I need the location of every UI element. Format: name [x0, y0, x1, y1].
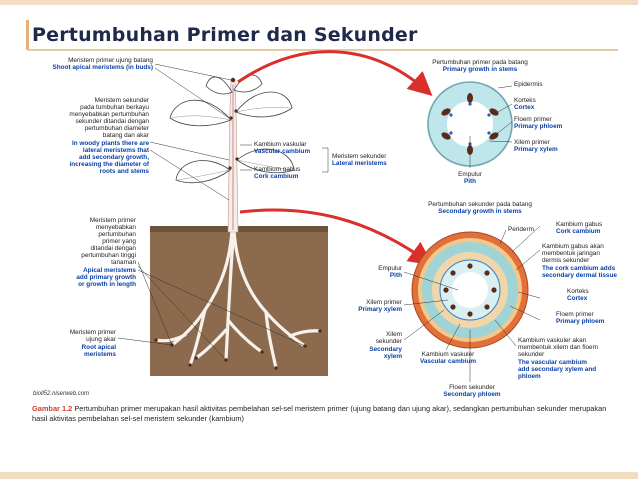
label-lateral-meristem-id-0: Meristem sekunder: [95, 97, 150, 104]
title-underline: [28, 49, 618, 51]
label-secondary-phloem-en: Secondary phloem: [443, 391, 500, 398]
label-sec-pith-id: Empulur: [378, 265, 403, 272]
label-cortex-id: Korteks: [514, 97, 536, 104]
label-root-meristem-id-0: Meristem primer: [70, 329, 117, 336]
label-secondary-phloem-id: Floem sekunder: [449, 384, 496, 391]
figure-caption-text: Pertumbuhan primer merupakan hasil aktiv…: [32, 404, 607, 423]
buds: [228, 77, 239, 170]
bottom-accent-bar: [0, 472, 638, 479]
label-apical-meristem-en-2: or growth in length: [78, 281, 136, 288]
label-root-meristem-en-1: meristems: [84, 351, 116, 358]
label-apical-meristem-id-0: Meristem primer: [90, 217, 137, 224]
label-primary-heading-en: Primary growth in stems: [443, 66, 518, 73]
label-apical-meristem-id-1: menyebabkan: [96, 224, 137, 231]
label-lateral-meristem-en-1: lateral meristems that: [83, 147, 150, 154]
label-apical-meristem-id-5: pertumbuhan tinggi: [81, 252, 136, 259]
label-vascular-note-id-0: Kambium vaskuler akan: [518, 337, 587, 344]
label-cork-cambium-en: Cork cambium: [254, 173, 299, 180]
label-lateral-meristem-en-0: In woody plants there are: [72, 140, 150, 147]
label-vascular-cambium-en: Vascular cambium: [254, 148, 310, 155]
secondary-cross-section: [411, 231, 529, 349]
label-vascular-note-id-1: membentuk xilem dan floem: [518, 344, 598, 351]
label-cork-note-id-0: Kambium gabus akan: [542, 243, 604, 250]
primary-cross-section: [427, 81, 513, 167]
label-vascular-note-en-0: The vascular cambium: [518, 359, 587, 366]
arrow-to-secondary-section: [239, 208, 433, 266]
label-lateral-meristems-en: Lateral meristems: [332, 160, 387, 167]
label-lateral-meristem-id-2: menyebabkan pertumbuhan: [69, 111, 149, 118]
label-primary-heading-id: Pertumbuhan primer pada batang: [432, 59, 528, 66]
label-cork-note-id-2: dermis sekunder: [542, 257, 590, 264]
label-lateral-meristem-id-3: sekunder ditandai dengan: [75, 118, 149, 125]
label-sec-vascular-cambium-en: Vascular cambium: [420, 358, 476, 365]
label-secondary-xylem-2: Secondary: [369, 346, 402, 353]
figure-number: Gambar 1.2: [32, 404, 73, 413]
label-secondary-heading-en: Secondary growth in stems: [438, 208, 522, 215]
label-sec-cork-cambium-id: Kambium gabus: [556, 221, 602, 228]
label-primary-xylem-en: Primary xylem: [514, 146, 558, 153]
secondary-leader-lines: [403, 225, 541, 382]
label-secondary-heading-id: Pertumbuhan sekunder pada batang: [428, 201, 532, 208]
label-cork-note-id-1: membentuk jaringan: [542, 250, 600, 257]
label-apical-meristem-id-2: pertumbuhan: [98, 231, 136, 238]
label-root-meristem-en-0: Root apical: [82, 344, 117, 351]
label-sec-primary-phloem-id: Floem primer: [556, 311, 595, 318]
label-vascular-cambium-id: Kambium vaskular: [254, 141, 307, 148]
label-cork-cambium-id: Kambium gabus: [254, 166, 300, 173]
label-apical-meristem-en-1: add primary growth: [76, 274, 136, 281]
label-secondary-xylem-3: xylem: [384, 353, 402, 360]
label-sec-cortex-id: Korteks: [567, 288, 589, 295]
label-pith-id: Empulur: [458, 171, 483, 178]
leaves: [169, 74, 295, 184]
label-cortex-en: Cortex: [514, 104, 535, 111]
label-lateral-meristem-en-4: roots and stems: [100, 168, 150, 175]
label-sec-primary-xylem-en: Primary xylem: [358, 306, 402, 313]
label-sec-cortex-en: Cortex: [567, 295, 588, 302]
label-shoot-meristem-id: Meristem primer ujung batang: [68, 57, 153, 64]
label-shoot-meristem-en: Shoot apical meristems (in buds): [53, 64, 154, 71]
label-sec-cork-cambium-en: Cork cambium: [556, 228, 601, 235]
label-pith-en: Pith: [464, 178, 476, 185]
label-primary-xylem-id: Xilem primer: [514, 139, 551, 146]
label-apical-meristem-id-4: ditandai dengan: [91, 245, 137, 252]
label-vascular-note-en-2: phloem: [518, 373, 541, 380]
label-epidermis: Epidermis: [514, 81, 542, 88]
label-sec-primary-xylem-id: Xilem primer: [366, 299, 403, 306]
soil-block: [150, 230, 328, 376]
label-primary-phloem-en: Primary phloem: [514, 123, 563, 130]
label-sec-vascular-cambium-id: Kambium vaskuler: [422, 351, 475, 358]
label-sec-pith-en: Pith: [390, 272, 402, 279]
label-primary-phloem-id: Floem primer: [514, 116, 553, 123]
leaf-veins: [171, 107, 293, 181]
label-apical-meristem-en-0: Apical meristems: [83, 267, 136, 274]
image-source-credit: bioll52.niserweb.com: [33, 391, 90, 397]
label-vascular-note-id-2: sekunder: [518, 351, 545, 358]
label-lateral-meristem-en-2: add secondary growth,: [79, 154, 149, 161]
label-cork-note-en-1: secondary dermal tissue: [542, 272, 617, 279]
label-sec-primary-phloem-en: Primary phloem: [556, 318, 605, 325]
figure-caption: Gambar 1.2 Pertumbuhan primer merupakan …: [32, 404, 622, 424]
label-apical-meristem-id-3: primer yang: [102, 238, 136, 245]
arrow-to-primary-section: [237, 50, 433, 97]
label-lateral-meristems-id: Meristem sekunder: [332, 153, 387, 160]
label-periderm: Periderm: [508, 226, 534, 233]
label-lateral-meristem-id-1: pada tumbuhan berkayu: [80, 104, 149, 111]
label-lateral-meristem-id-4: pertumbuhan diameter: [85, 125, 150, 132]
soil-surface: [150, 226, 328, 232]
root-tips: [154, 329, 322, 370]
primary-leader-lines: [469, 85, 513, 168]
label-secondary-xylem-0: Xilem: [386, 331, 402, 338]
label-apical-meristem-id-6: tanaman: [111, 259, 136, 266]
label-root-meristem-id-1: ujung akar: [86, 336, 117, 343]
label-cork-note-en-0: The cork cambium adds: [542, 265, 616, 272]
leader-lines: [117, 63, 329, 361]
label-lateral-meristem-id-5: batang dan akar: [103, 132, 150, 139]
title-accent-mark: [26, 20, 29, 50]
top-accent-bar: [0, 0, 638, 5]
label-vascular-note-en-1: add secondary xylem and: [518, 366, 596, 373]
label-secondary-xylem-1: sekunder: [376, 338, 403, 345]
page-title: Pertumbuhan Primer dan Sekunder: [32, 24, 418, 46]
label-lateral-meristem-en-3: increasing the diameter of: [69, 161, 149, 168]
